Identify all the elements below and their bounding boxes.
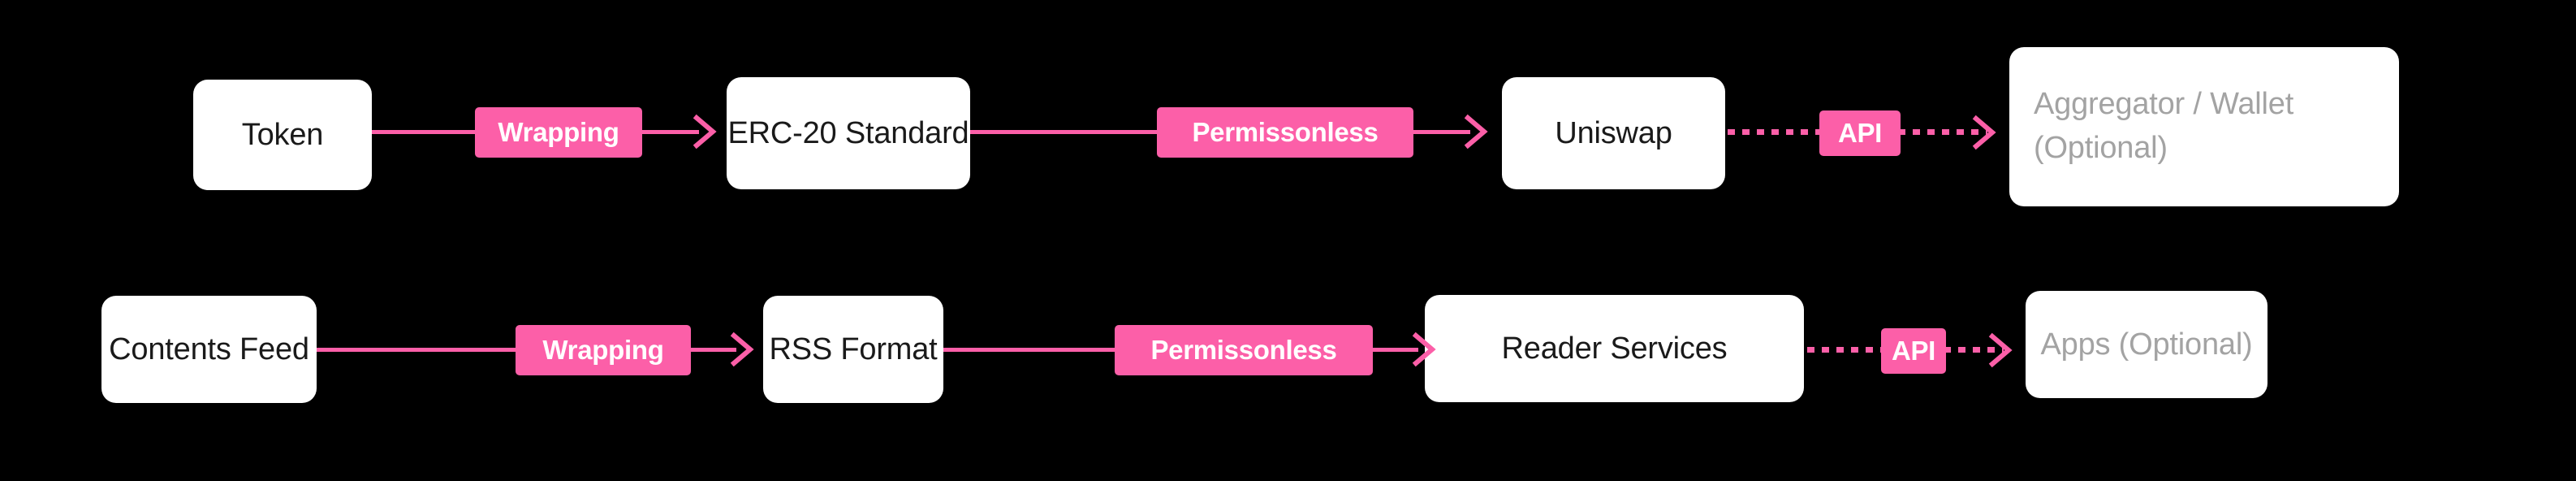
node-erc20-standard[interactable]: ERC-20 Standard <box>727 77 970 189</box>
arrowhead-to-rss-icon <box>730 332 754 367</box>
edge-permissonless-to-reader-line <box>1371 348 1418 352</box>
edge-label-reader-to-apps[interactable]: API <box>1881 328 1946 374</box>
edge-feed-to-wrapping-line <box>317 348 518 352</box>
node-aggregator-wallet-label: Aggregator / Wallet (Optional) <box>2034 83 2375 171</box>
arrowhead-to-reader-icon <box>1412 332 1436 367</box>
edge-rss-to-permissonless-line <box>943 348 1118 352</box>
node-token[interactable]: Token <box>193 80 372 190</box>
node-aggregator-wallet-line1: Aggregator / Wallet <box>2034 87 2294 122</box>
edge-permissonless-to-uniswap-line <box>1412 130 1470 134</box>
edge-label-erc20-to-uniswap[interactable]: Permissonless <box>1157 107 1413 158</box>
node-apps[interactable]: Apps (Optional) <box>2026 291 2267 398</box>
edge-reader-to-api-dotted <box>1807 347 1882 353</box>
edge-token-to-wrapping-line <box>372 130 477 134</box>
arrowhead-to-uniswap-icon <box>1464 114 1488 150</box>
edge-label-uniswap-to-aggregator[interactable]: API <box>1819 110 1901 156</box>
node-aggregator-wallet[interactable]: Aggregator / Wallet (Optional) <box>2009 47 2399 206</box>
edge-api-to-apps-dotted <box>1944 347 2004 353</box>
edge-label-feed-to-rss[interactable]: Wrapping <box>516 325 691 375</box>
node-reader-services[interactable]: Reader Services <box>1425 295 1804 402</box>
node-contents-feed[interactable]: Contents Feed <box>101 296 317 403</box>
edge-label-token-to-erc20[interactable]: Wrapping <box>475 107 642 158</box>
arrowhead-to-apps-icon <box>1988 332 2013 368</box>
node-uniswap[interactable]: Uniswap <box>1502 77 1725 189</box>
arrowhead-to-aggregator-icon <box>1972 115 1996 150</box>
edge-api-to-aggregator-dotted <box>1898 129 1987 135</box>
arrowhead-to-erc20-icon <box>693 114 717 150</box>
edge-wrapping-to-erc20-line <box>641 130 699 134</box>
edge-uniswap-to-api-dotted <box>1728 129 1822 135</box>
edge-wrapping-to-rss-line <box>689 348 736 352</box>
edge-label-rss-to-reader[interactable]: Permissonless <box>1115 325 1373 375</box>
node-rss-format[interactable]: RSS Format <box>763 296 943 403</box>
edge-erc20-to-permissonless-line <box>970 130 1159 134</box>
node-aggregator-wallet-line2: (Optional) <box>2034 131 2168 165</box>
